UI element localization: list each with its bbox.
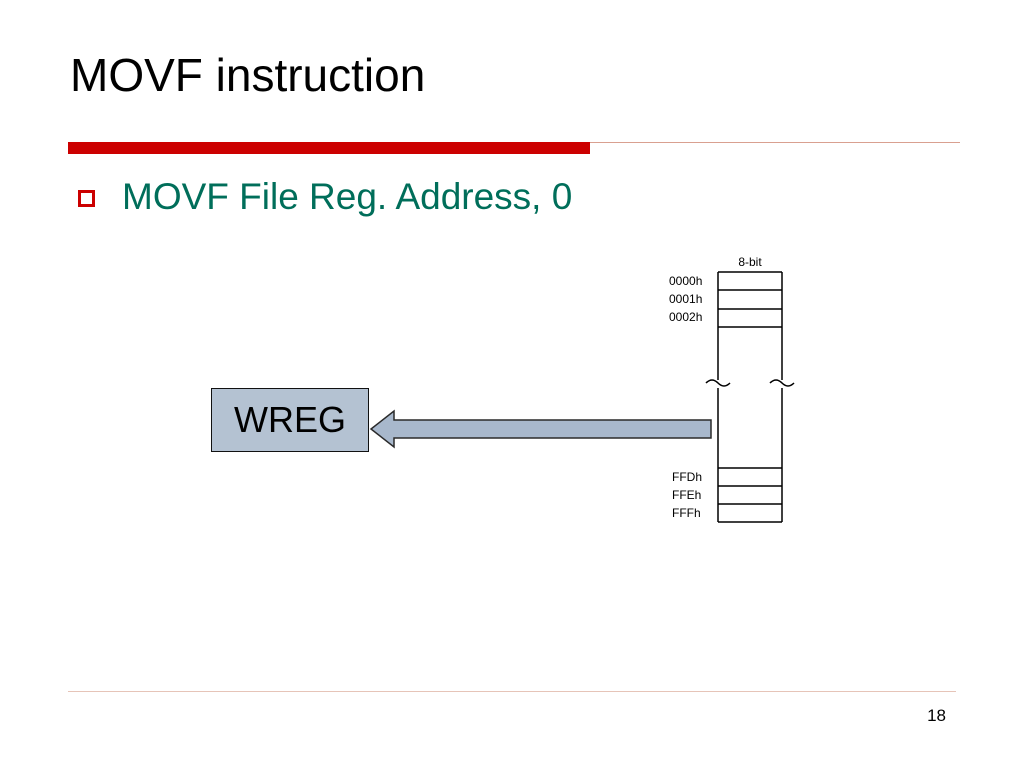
address-label: 0002h [669, 310, 702, 324]
address-label: 0000h [669, 274, 702, 288]
title-underline-accent [68, 142, 590, 154]
title-underline-thin [590, 142, 960, 143]
page-number: 18 [927, 706, 946, 725]
slide-title: MOVF instruction [70, 49, 426, 101]
break-mark-left [705, 379, 731, 387]
footer-divider [68, 691, 956, 692]
address-label: FFFh [672, 506, 701, 520]
address-label: FFEh [672, 488, 701, 502]
transfer-arrow [369, 409, 712, 449]
bullet-text: MOVF File Reg. Address, 0 [122, 176, 573, 217]
wreg-label: WREG [234, 399, 346, 440]
address-label: FFDh [672, 470, 702, 484]
memory-bottom-section [717, 388, 783, 523]
memory-top-section [717, 271, 783, 380]
memory-width-label: 8-bit [738, 255, 762, 269]
break-mark-right [769, 379, 795, 387]
square-bullet-icon [78, 190, 95, 207]
address-label: 0001h [669, 292, 702, 306]
wreg-box: WREG [211, 388, 369, 452]
